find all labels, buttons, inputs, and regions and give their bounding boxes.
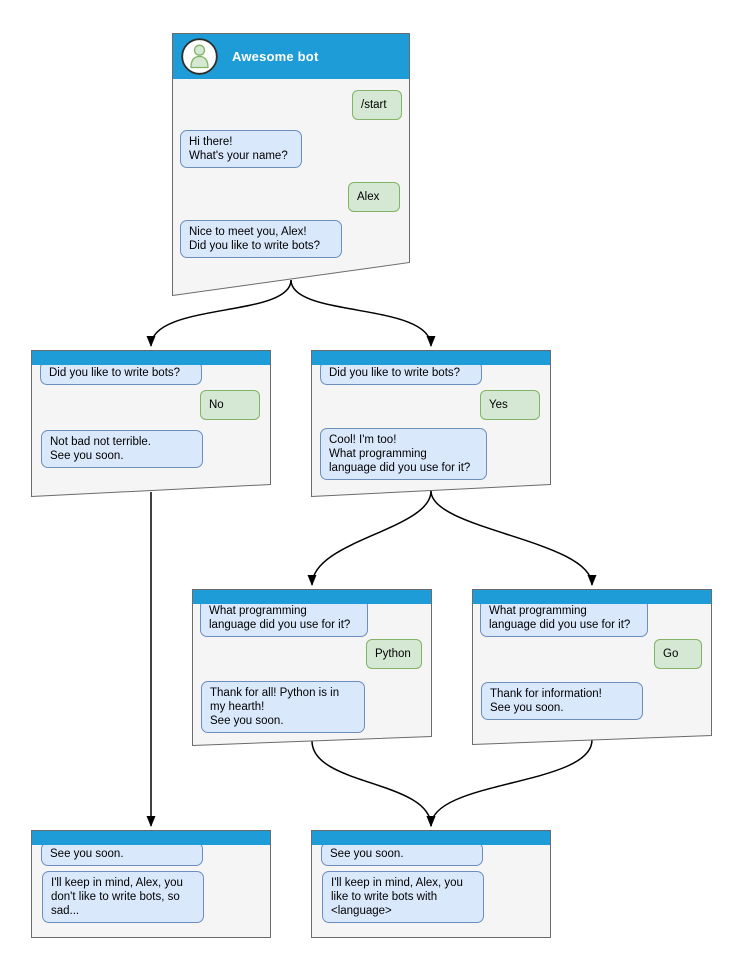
chat-window-start: Awesome bot /start Hi there! What's your… (172, 33, 410, 296)
window-titlebar (473, 590, 711, 604)
bot-message-bubble: I'll keep in mind, Alex, you don't like … (42, 871, 204, 923)
user-message-bubble: Python (366, 639, 422, 669)
bot-message-bubble: Nice to meet you, Alex! Did you like to … (180, 220, 342, 258)
chat-window-no-branch: Did you like to write bots? No Not bad n… (31, 350, 271, 497)
user-message-bubble: Alex (348, 182, 400, 212)
bot-message-bubble: What programming language did you use fo… (480, 599, 648, 637)
bot-message-bubble: I'll keep in mind, Alex, you like to wri… (322, 871, 484, 923)
window-titlebar (32, 831, 270, 845)
bot-message-bubble: See you soon. (321, 842, 483, 866)
bot-message-bubble: Hi there! What's your name? (180, 130, 302, 168)
bot-message-bubble: Did you like to write bots? (320, 361, 482, 385)
bot-message-bubble: Did you like to write bots? (40, 361, 202, 385)
chat-window-go-branch: What programming language did you use fo… (472, 589, 712, 745)
edge-start-to-no-branch (146, 279, 292, 347)
edge-go-to-end-yes (426, 739, 593, 827)
chat-window-python-branch: What programming language did you use fo… (192, 589, 432, 746)
bot-message-bubble: Cool! I'm too! What programming language… (320, 428, 487, 480)
window-titlebar (32, 351, 270, 365)
bot-title: Awesome bot (232, 49, 319, 64)
chat-window-end-yes: See you soon. I'll keep in mind, Alex, y… (311, 830, 551, 938)
window-titlebar (193, 590, 431, 604)
edge-yes-to-python-branch (307, 490, 432, 586)
window-titlebar (312, 831, 550, 845)
window-titlebar (312, 351, 550, 365)
bot-message-bubble: What programming language did you use fo… (200, 599, 368, 637)
bot-message-bubble: Thank for information! See you soon. (481, 682, 643, 720)
user-message-bubble: Yes (480, 390, 540, 420)
bot-message-bubble: Thank for all! Python is in my hearth! S… (201, 681, 365, 733)
user-message-bubble: Go (654, 639, 702, 669)
window-titlebar: Awesome bot (173, 34, 409, 79)
bot-avatar-icon (181, 38, 218, 75)
edge-start-to-yes-branch (290, 279, 436, 347)
chat-window-yes-branch: Did you like to write bots? Yes Cool! I'… (311, 350, 551, 497)
chat-window-end-no: See you soon. I'll keep in mind, Alex, y… (31, 830, 271, 938)
bot-message-bubble: Not bad not terrible. See you soon. (41, 430, 203, 468)
edge-python-to-end-yes (311, 740, 436, 827)
edge-yes-to-go-branch (430, 490, 597, 586)
user-message-bubble: No (200, 390, 260, 420)
bot-message-bubble: See you soon. (41, 842, 203, 866)
user-message-bubble: /start (352, 90, 402, 120)
